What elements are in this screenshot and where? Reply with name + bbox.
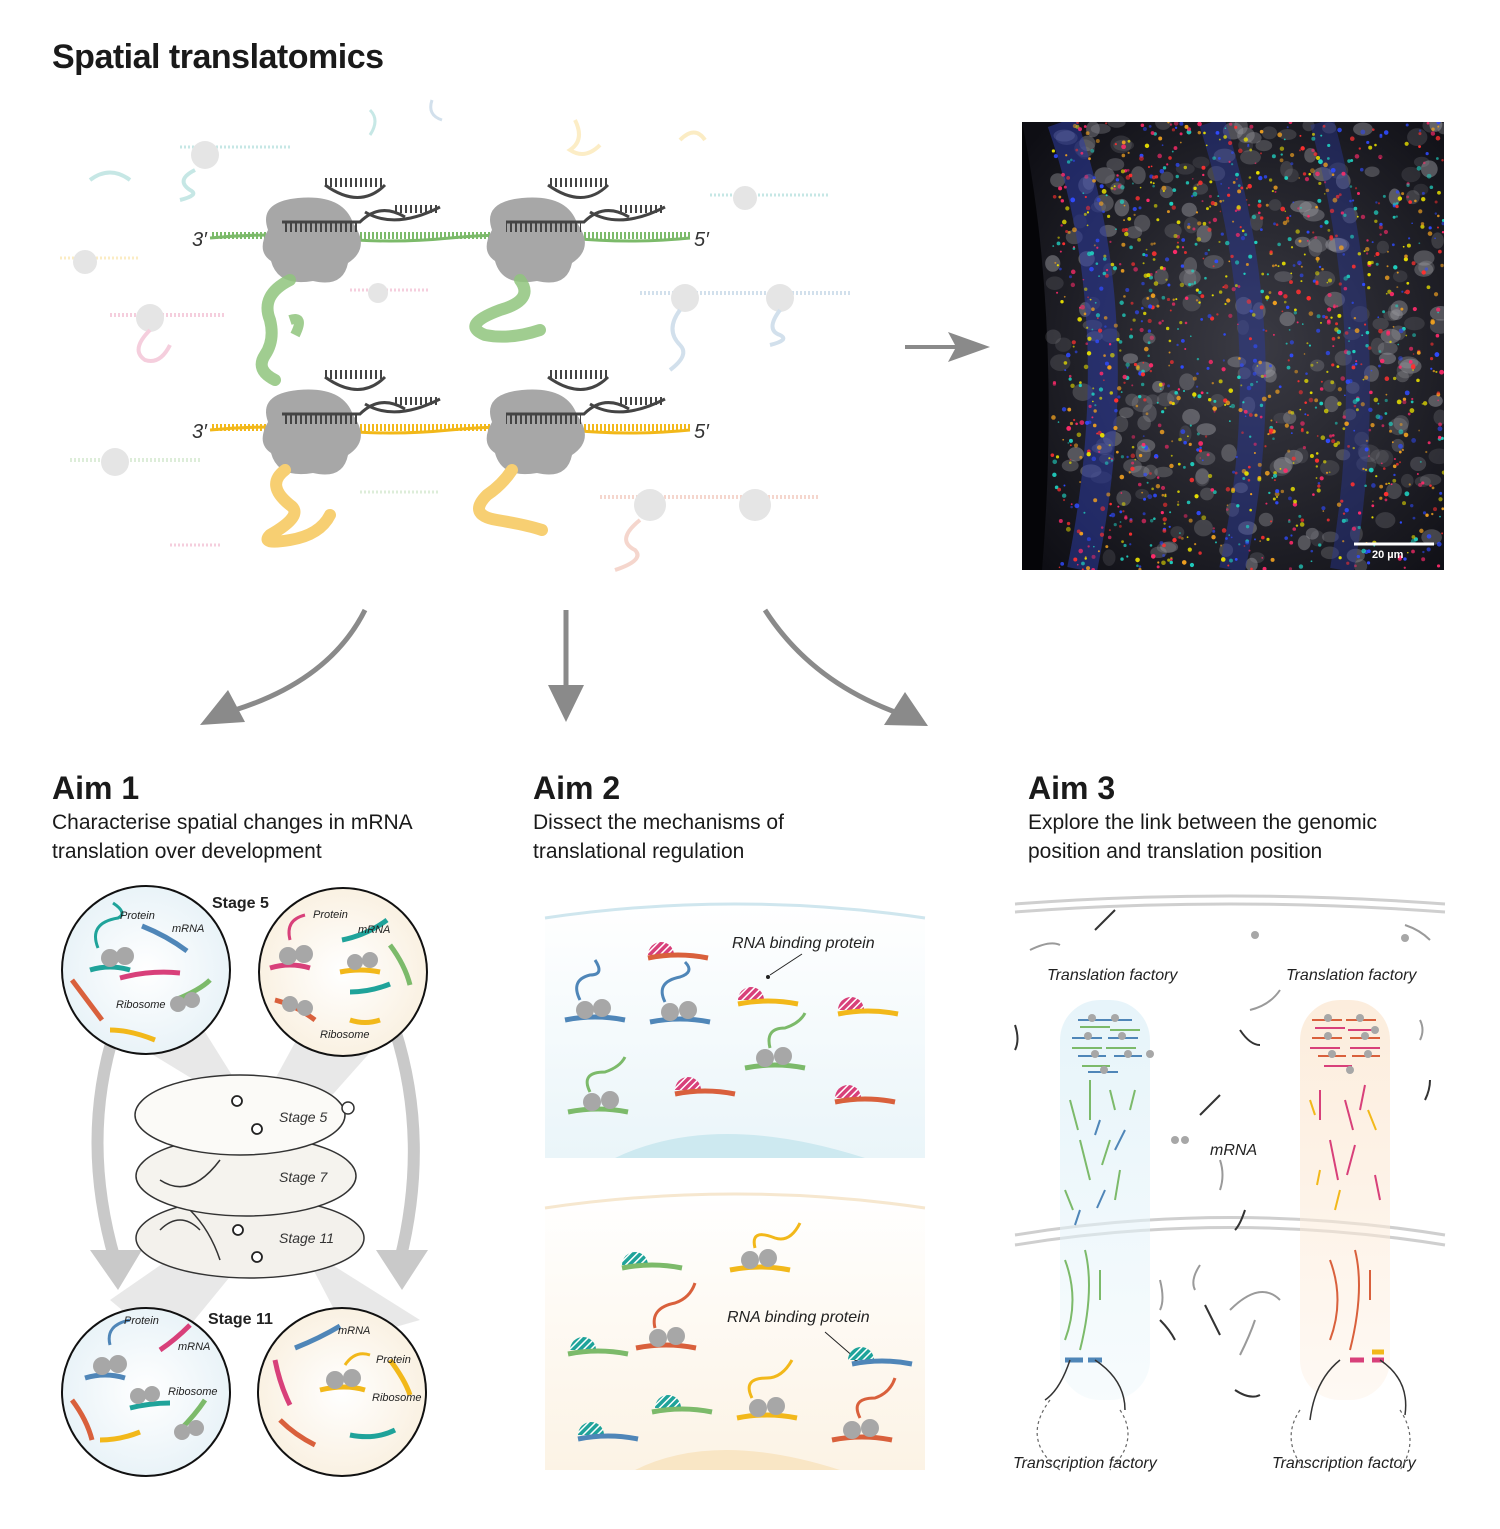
transcription-factory-label-left: Transcription factory <box>1013 1455 1158 1472</box>
arrow-down-middle-icon <box>548 685 584 722</box>
aim3-panel: Translation factory Translation factory … <box>1013 894 1446 1472</box>
arrow-right-icon <box>905 332 990 362</box>
polysomes-bottom <box>635 1222 897 1443</box>
transcription-factory-label-right: Transcription factory <box>1272 1455 1417 1472</box>
label-ribosome-1: Ribosome <box>116 999 166 1011</box>
label-mrna-3: mRNA <box>178 1341 210 1353</box>
label-mrna-4: mRNA <box>338 1325 370 1337</box>
aim2-heading: Aim 2 <box>533 770 621 806</box>
label-protein-2: Protein <box>313 909 348 921</box>
label-protein-3: Protein <box>124 1315 159 1327</box>
ribosome-2 <box>486 197 585 283</box>
end-label-5-green: 5′ <box>694 229 710 251</box>
green-mrna-row <box>209 178 691 386</box>
page-title: Spatial translatomics <box>52 38 384 76</box>
ribosome-1 <box>262 197 361 283</box>
stage11-label: Stage 11 <box>208 1311 273 1328</box>
zoom-circle-stage5-right: Protein mRNA Ribosome <box>258 887 428 1057</box>
label-protein-4: Protein <box>376 1354 411 1366</box>
embryo-label-stage7: Stage 7 <box>279 1169 328 1185</box>
yellow-mrna-row <box>209 370 691 548</box>
zoom-circle-stage11-left: Protein mRNA Ribosome <box>61 1307 231 1477</box>
arrow-down-right-icon <box>884 692 928 726</box>
aim1-heading: Aim 1 <box>52 770 140 806</box>
stage5-label: Stage 5 <box>212 895 269 912</box>
rbp-complexes-top <box>647 942 899 1105</box>
aim1-panel: Stage 5 Stage 7 Stage 11 Stage 5 Stage 1… <box>61 885 428 1477</box>
end-label-5-yellow: 5′ <box>694 421 710 443</box>
arrow-down-left-icon <box>200 690 245 725</box>
rbp-label-top: RNA binding protein <box>732 935 875 952</box>
translation-factory-right <box>1290 1014 1411 1471</box>
mrna-label: mRNA <box>1210 1142 1257 1159</box>
scale-bar-label: 20 µm <box>1372 549 1404 561</box>
zoom-circle-stage11-right: mRNA Protein Ribosome <box>257 1307 427 1477</box>
zoom-circle-stage5-left: Protein mRNA Ribosome <box>61 885 231 1055</box>
label-mrna-1: mRNA <box>172 923 204 935</box>
polysomes-top <box>564 959 807 1115</box>
faint-molecules <box>60 99 850 572</box>
translation-factory-left <box>1036 1014 1154 1471</box>
ribosome-4 <box>486 389 585 475</box>
label-ribosome-4: Ribosome <box>372 1392 422 1404</box>
label-protein-1: Protein <box>120 910 155 922</box>
aim2-panel: RNA binding protein RNA binding protein <box>544 902 926 1470</box>
aim3-heading: Aim 3 <box>1028 770 1116 806</box>
side-arrow-left-icon <box>90 1250 142 1290</box>
embryo-label-stage11: Stage 11 <box>279 1230 334 1246</box>
embryo-stack <box>134 1074 365 1279</box>
translation-schematic: 3′ 5′ 3′ 5′ <box>60 99 990 726</box>
end-label-3-yellow: 3′ <box>192 421 208 443</box>
rbp-complexes-bottom <box>567 1252 913 1442</box>
label-ribosome-2: Ribosome <box>320 1029 370 1041</box>
translation-factory-label-left: Translation factory <box>1047 967 1178 984</box>
scattered-mrnas <box>1014 909 1431 1398</box>
translation-factory-label-right: Translation factory <box>1286 967 1417 984</box>
microscopy-image: 20 µm <box>1022 122 1444 570</box>
ribosome-3 <box>262 389 361 475</box>
curved-arrows <box>234 608 896 715</box>
rbp-label-bottom: RNA binding protein <box>727 1309 870 1326</box>
side-arrow-right-icon <box>376 1250 428 1290</box>
end-label-3-green: 3′ <box>192 229 208 251</box>
label-mrna-2: mRNA <box>358 924 390 936</box>
label-ribosome-3: Ribosome <box>168 1386 218 1398</box>
embryo-label-stage5: Stage 5 <box>279 1109 327 1125</box>
